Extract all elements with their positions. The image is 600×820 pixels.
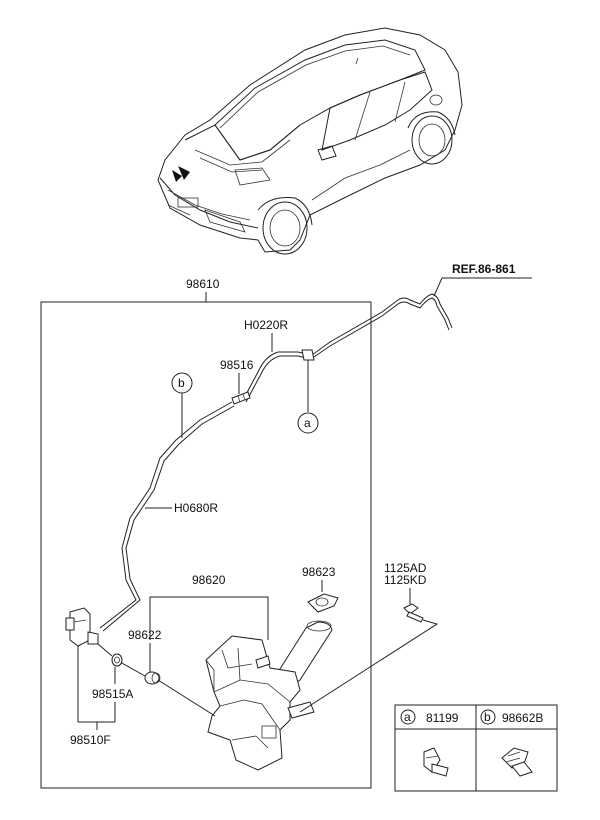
pump-to-seal-line: [97, 643, 113, 657]
hose-upper-label: H0220R: [244, 318, 288, 332]
pump-98510F: [65, 607, 99, 647]
ref-leader: [433, 277, 443, 297]
legend-table: a 81199 b 98662B: [394, 704, 558, 792]
bolt-label-1: 1125AD: [384, 561, 427, 575]
bolt-to-tank-line: [299, 619, 439, 713]
lower-hose: [99, 401, 235, 632]
car-illustration: [157, 27, 463, 255]
bolt-label-2: 1125KD: [384, 573, 427, 587]
hose-lower-label: H0680R: [174, 501, 218, 515]
reservoir-tank: [205, 620, 333, 771]
legend-a-letter: a: [404, 710, 411, 724]
legend-a-circle: [400, 709, 416, 725]
ref-hose: [381, 293, 453, 331]
reservoir-label: 98620: [192, 573, 226, 587]
connector-98516: [231, 391, 251, 405]
assembly-frame: [40, 301, 372, 789]
connector-label: 98516: [220, 358, 254, 372]
legend-b-letter: b: [484, 710, 491, 724]
legend-b-part: 98662B: [502, 711, 543, 725]
clip-98662B: [501, 747, 533, 777]
legend-b-circle: [480, 709, 496, 725]
grommet-label: 98622: [128, 628, 162, 642]
pump-label: 98510F: [70, 733, 111, 747]
grommet-to-tank-line: [157, 679, 216, 717]
cap-label: 98623: [302, 565, 336, 579]
seal-98515A: [111, 653, 123, 667]
cap-98623: [307, 593, 339, 613]
ref-label: REF.86-861: [452, 262, 516, 276]
reservoir-bracket: [149, 596, 269, 640]
assembly-label: 98610: [186, 277, 220, 291]
clip-81199: [423, 747, 449, 777]
callout-b-letter: b: [178, 376, 185, 390]
seal-to-grommet-line: [119, 661, 146, 677]
upper-hose: [242, 311, 383, 412]
bolt-1125: [403, 603, 424, 623]
callout-a: [297, 412, 319, 434]
seal-label: 98515A: [92, 687, 133, 701]
grommet-98622: [144, 671, 161, 685]
callout-a-letter: a: [304, 416, 311, 430]
legend-a-part: 81199: [426, 711, 459, 725]
